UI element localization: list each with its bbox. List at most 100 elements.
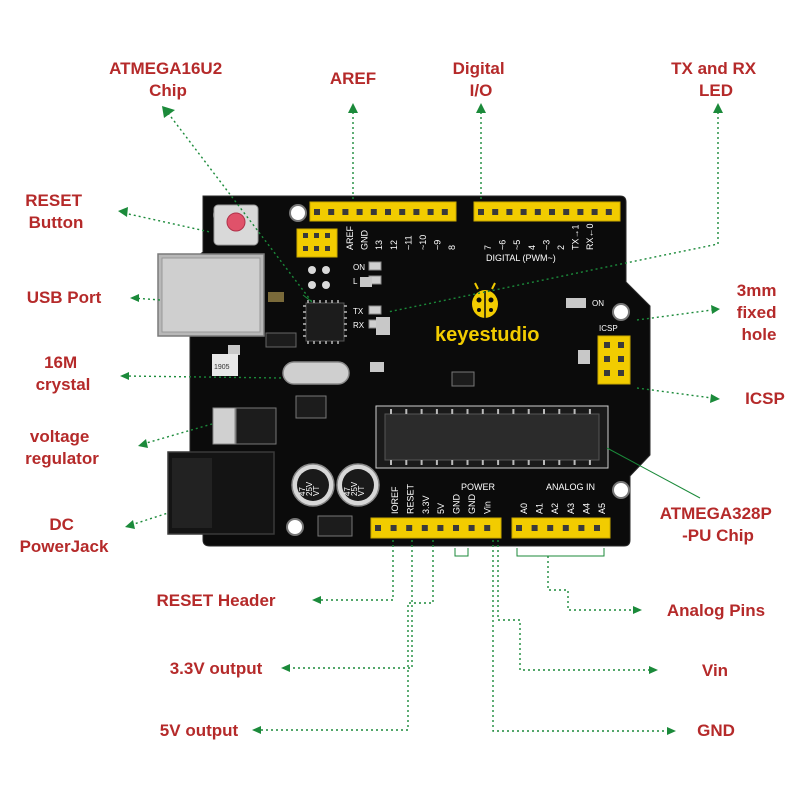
header-pin-hole bbox=[421, 525, 428, 531]
arrow-left-icon bbox=[120, 372, 129, 380]
label-digital-io: Digital I/O bbox=[453, 59, 510, 100]
header-pin-hole bbox=[370, 209, 377, 215]
label-vin: Vin bbox=[702, 661, 728, 680]
header-pin-hole bbox=[390, 525, 397, 531]
arrow-left-icon bbox=[281, 664, 290, 672]
capacitor-value: 25V bbox=[350, 481, 359, 496]
header-pin-hole bbox=[406, 525, 413, 531]
capacitor bbox=[336, 463, 380, 507]
pin-label: A5 bbox=[597, 503, 607, 514]
icsp-pin-hole bbox=[618, 370, 624, 376]
header-pin-hole bbox=[578, 525, 585, 531]
header-pin-hole bbox=[453, 525, 459, 531]
label-aref: AREF bbox=[330, 69, 376, 88]
pin-label: AREF bbox=[345, 225, 355, 250]
header-pin-hole bbox=[605, 209, 612, 215]
pin-label: 4 bbox=[527, 245, 537, 250]
arrow-left-icon bbox=[130, 294, 139, 302]
pin-label: A2 bbox=[550, 503, 560, 514]
leader-lines bbox=[123, 112, 719, 732]
header-pin-hole bbox=[385, 209, 391, 215]
mounting-hole bbox=[286, 518, 304, 536]
capacitor-value: 25V bbox=[305, 481, 314, 496]
header-pin-hole bbox=[427, 209, 434, 215]
pin-label: 12 bbox=[389, 240, 399, 250]
header-pin-hole bbox=[484, 525, 491, 531]
crystal bbox=[282, 361, 350, 385]
header-pin-hole bbox=[437, 525, 444, 531]
label-dc-powerjack: DC PowerJack bbox=[20, 515, 109, 556]
arrow-up-icon bbox=[162, 106, 175, 118]
mounting-hole bbox=[289, 204, 307, 222]
arrow-up-icon bbox=[476, 103, 486, 113]
icsp-pin-hole bbox=[604, 356, 610, 362]
pin-label: 5V bbox=[436, 503, 446, 514]
pin-label: IOREF bbox=[390, 486, 400, 514]
header-pin-hole bbox=[516, 525, 522, 531]
pin-label: ~3 bbox=[541, 240, 551, 250]
arrow-right-icon bbox=[649, 666, 658, 674]
power-title: POWER bbox=[461, 482, 496, 492]
icsp-pin-hole bbox=[618, 356, 624, 362]
capacitor-value: 47 bbox=[343, 487, 352, 496]
analog-bracket bbox=[516, 548, 605, 557]
header-pin-hole bbox=[356, 209, 363, 215]
pin-label: ~10 bbox=[418, 235, 428, 250]
arrow-left-icon bbox=[118, 207, 128, 217]
pin-label: ~9 bbox=[433, 240, 443, 250]
header-pin-hole bbox=[549, 209, 555, 215]
led-indicator bbox=[368, 261, 382, 271]
led-indicator bbox=[368, 305, 382, 315]
header-pin-hole bbox=[563, 209, 570, 215]
label-voltage-regulator: voltage regulator bbox=[25, 427, 99, 468]
header-pin-hole bbox=[375, 525, 381, 531]
pin-label: ~11 bbox=[403, 235, 413, 250]
pin-label: 3.3V bbox=[421, 495, 431, 514]
icsp-pin-hole bbox=[604, 370, 610, 376]
pin-label: Vin bbox=[482, 501, 492, 514]
keyestudio-bug-icon bbox=[472, 282, 498, 318]
led-label: RX bbox=[353, 321, 365, 330]
pin-label: A0 bbox=[519, 503, 529, 514]
arrow-left-icon bbox=[138, 439, 148, 448]
mounting-hole bbox=[612, 481, 630, 499]
arrow-up-icon bbox=[713, 103, 723, 113]
label-icsp: ICSP bbox=[745, 389, 785, 408]
header-pin-hole bbox=[534, 209, 541, 215]
header-pin-hole bbox=[413, 209, 420, 215]
label-analog-pins: Analog Pins bbox=[667, 601, 765, 620]
header-pin-hole bbox=[547, 525, 554, 531]
arrow-left-icon bbox=[125, 520, 135, 529]
brand-logo: keyestudio bbox=[435, 324, 539, 346]
icsp-title: ICSP bbox=[599, 324, 618, 333]
pin-label: A1 bbox=[535, 503, 545, 514]
arrow-left-icon bbox=[252, 726, 261, 734]
label-usb-port: USB Port bbox=[27, 288, 102, 307]
label-3v3-output: 3.3V output bbox=[170, 659, 263, 678]
label-fixed-hole: 3mm fixed hole bbox=[737, 281, 781, 344]
capacitor-value: VT bbox=[312, 486, 321, 496]
capacitor-value: 47 bbox=[298, 487, 307, 496]
led-label: L bbox=[353, 277, 358, 286]
arrow-left-icon bbox=[312, 596, 321, 604]
arrow-right-icon bbox=[633, 606, 642, 614]
icsp-pin-hole bbox=[618, 342, 624, 348]
label-5v-output: 5V output bbox=[160, 721, 239, 740]
label-crystal: 16M crystal bbox=[36, 353, 91, 394]
arrow-up-icon bbox=[348, 103, 358, 113]
pin-label: 13 bbox=[374, 240, 384, 250]
fixed-hole bbox=[612, 303, 630, 321]
header-pin-hole bbox=[594, 525, 600, 531]
arrow-right-icon bbox=[710, 394, 720, 403]
led-label: TX bbox=[353, 307, 364, 316]
label-atmega328p: ATMEGA328P -PU Chip bbox=[660, 504, 777, 545]
capacitor-value: VT bbox=[357, 486, 366, 496]
power-header bbox=[370, 517, 502, 539]
pin-label: ~5 bbox=[512, 240, 522, 250]
header-pin-hole bbox=[531, 525, 538, 531]
gnd-bracket bbox=[454, 548, 469, 557]
header-pin-hole bbox=[520, 209, 527, 215]
pin-label: A3 bbox=[566, 503, 576, 514]
